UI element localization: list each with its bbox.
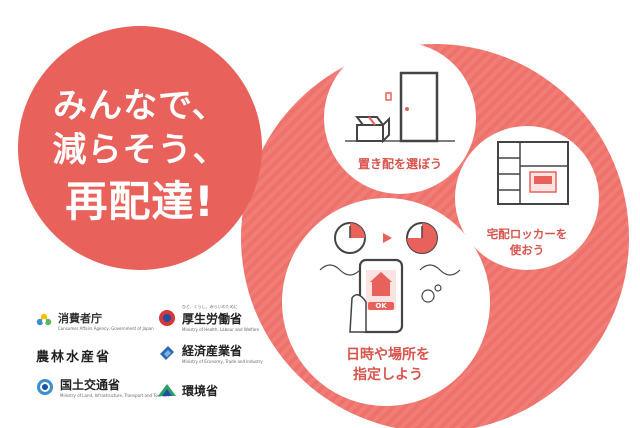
mhlw-name: 厚生労働省 bbox=[182, 312, 243, 326]
package-icon bbox=[355, 116, 390, 144]
delivery-locker-illustration bbox=[497, 141, 569, 205]
mhlw-subtitle: Ministry of Health, Labour and Welfare bbox=[182, 327, 260, 332]
headline-line-1: みんなで、 bbox=[53, 86, 227, 126]
label-locker-2: 使おう bbox=[509, 243, 545, 257]
mlit-globe-icon bbox=[37, 379, 53, 395]
logo-mlit: 国土交通省 Ministry of Land, Infrastructure, … bbox=[36, 376, 169, 398]
caa-name: 消費者庁 bbox=[58, 312, 102, 325]
headline-line-3: 再配達! bbox=[65, 177, 215, 226]
logo-meti: 経済産業省 Ministry of Economy, Trade and Ind… bbox=[158, 342, 263, 364]
label-datetime-2: 指定しよう bbox=[353, 367, 423, 383]
mhlw-mark-icon bbox=[159, 310, 175, 326]
env-mark-icon bbox=[158, 383, 176, 396]
door-icon bbox=[399, 71, 439, 143]
label-place: 置き配を選ぼう bbox=[357, 157, 442, 171]
mhlw-tagline: ひと、くらし、みらいのために bbox=[182, 304, 238, 309]
logo-caa: 消費者庁 Consumer Affairs Agency, Government… bbox=[36, 310, 154, 331]
env-name: 環境省 bbox=[182, 384, 219, 398]
door-and-package-illustration bbox=[345, 71, 455, 144]
headline: みんなで、 減らそう、 再配達! bbox=[18, 70, 262, 230]
headline-circle bbox=[18, 26, 262, 270]
datetime-illustration bbox=[319, 222, 461, 334]
label-datetime-1: 日時や場所を bbox=[346, 347, 430, 363]
logo-mhlw: ひと、くらし、みらいのために 厚生労働省 Ministry of Health,… bbox=[158, 304, 259, 332]
arrow-right-icon bbox=[383, 233, 392, 243]
caa-subtitle: Consumer Affairs Agency, Government of J… bbox=[58, 326, 154, 331]
clock-icon-start bbox=[334, 222, 366, 254]
logo-maff: 農林水産省 bbox=[36, 346, 111, 365]
meti-subtitle: Ministry of Economy, Trade and Industry bbox=[182, 359, 263, 364]
caa-flower-icon bbox=[36, 313, 52, 325]
logo-env: 環境省 bbox=[158, 382, 218, 399]
clock-icon-end bbox=[406, 222, 438, 254]
smartphone-icon bbox=[349, 258, 404, 334]
mlit-subtitle: Ministry of Land, Infrastructure, Transp… bbox=[60, 393, 169, 398]
maff-name: 農林水産省 bbox=[36, 350, 112, 365]
label-locker-1: 宅配ロッカーを bbox=[486, 227, 568, 241]
meti-name: 経済産業省 bbox=[182, 344, 243, 358]
meti-mark-icon bbox=[160, 346, 174, 360]
mlit-name: 国土交通省 bbox=[60, 378, 121, 392]
headline-line-2: 減らそう、 bbox=[52, 130, 228, 170]
ok-button-label: OK bbox=[375, 302, 387, 310]
